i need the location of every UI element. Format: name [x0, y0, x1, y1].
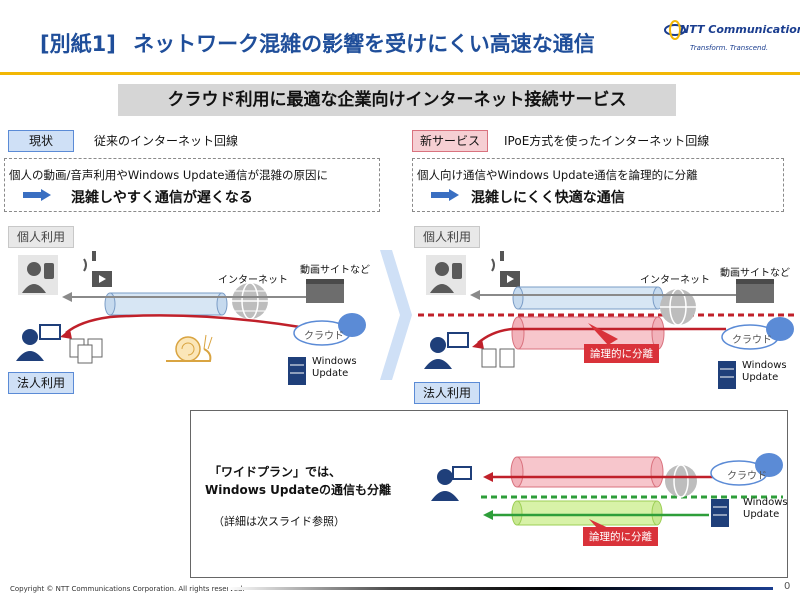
right-windows-label-1: Windows — [742, 360, 787, 371]
footer-bar — [228, 587, 773, 590]
personal-user-icon — [18, 255, 58, 295]
left-windows-label-1: Windows — [312, 356, 357, 367]
left-result: 混雑しやすく通信が遅くなる — [71, 190, 253, 206]
wide-plan-note: （詳細は次スライド参照） — [213, 515, 345, 528]
video-audio-icon — [83, 251, 112, 287]
bottom-cloud-label: クラウド — [727, 471, 767, 482]
corporate-traffic-line — [65, 314, 301, 334]
subtitle-banner: クラウド利用に最適な企業向けインターネット接続サービス — [118, 84, 676, 116]
windows-server-icon — [288, 357, 306, 385]
document-icon — [481, 348, 515, 368]
globe-icon — [232, 282, 268, 320]
wide-plan-line2: Windows Updateの通信も分離 — [205, 483, 392, 497]
windows-update-tube — [511, 500, 663, 526]
video-audio-icon — [491, 251, 520, 287]
arrow-right-icon — [431, 189, 459, 201]
windows-server-icon — [718, 361, 736, 389]
ntt-logo-icon — [664, 20, 686, 40]
right-description: 個人向け通信やWindows Update通信を論理的に分離 — [417, 168, 698, 182]
corporate-user-icon — [424, 332, 469, 369]
bottom-windows-label-2: Update — [743, 509, 780, 520]
internet-tube — [104, 292, 228, 316]
left-windows-label-2: Update — [312, 368, 349, 379]
personal-tube — [512, 286, 664, 310]
wide-plan-box: 「ワイドプラン」では、 Windows Updateの通信も分離 （詳細は次スラ… — [190, 410, 788, 578]
wide-plan-diagram — [431, 453, 783, 537]
video-site-icon — [736, 279, 774, 303]
right-cloud-label: クラウド — [732, 335, 772, 346]
new-service-badge: 新サービス — [412, 130, 488, 152]
windows-server-icon — [711, 499, 729, 527]
right-description-box: 個人向け通信やWindows Update通信を論理的に分離 混雑しにくく快適な… — [412, 158, 784, 212]
corporate-user-icon — [16, 324, 61, 361]
corporate-use-label: 法人利用 — [8, 372, 74, 394]
callout-pointer — [588, 323, 618, 345]
left-description: 個人の動画/音声利用やWindows Update通信が混雑の原因に — [9, 168, 329, 182]
document-icon — [69, 338, 103, 364]
current-badge: 現状 — [8, 130, 74, 152]
title-tag: [別紙1] — [40, 32, 116, 56]
video-site-icon — [306, 279, 344, 303]
copyright: Copyright © NTT Communications Corporati… — [10, 585, 245, 593]
chevron-right-icon — [380, 250, 412, 380]
left-video-label: 動画サイトなど — [300, 265, 370, 276]
arrow-right-icon — [23, 189, 51, 201]
right-corporate-use-label: 法人利用 — [414, 382, 480, 404]
right-heading: IPoE方式を使ったインターネット回線 — [504, 134, 710, 148]
logo-name: NTT Communications — [680, 23, 800, 36]
corporate-user-icon — [431, 466, 472, 501]
right-video-label: 動画サイトなど — [720, 268, 790, 279]
page-number: 0 — [784, 581, 791, 592]
page-title: [別紙1] ネットワーク混雑の影響を受けにくい高速な通信 — [40, 28, 595, 58]
ntt-logo: NTT Communications Transform. Transcend. — [664, 20, 800, 60]
left-description-box: 個人の動画/音声利用やWindows Update通信が混雑の原因に 混雑しやす… — [4, 158, 380, 212]
cloud-icon — [293, 313, 366, 346]
left-internet-label: インターネット — [218, 275, 288, 286]
cloud-icon — [721, 317, 794, 350]
corporate-tube — [510, 456, 664, 488]
personal-user-icon — [426, 255, 466, 295]
right-result: 混雑しにくく快適な通信 — [471, 190, 625, 206]
bottom-windows-label-1: Windows — [743, 497, 788, 508]
right-internet-label: インターネット — [640, 275, 710, 286]
right-windows-label-2: Update — [742, 372, 779, 383]
bottom-separation-label: 論理的に分離 — [583, 527, 658, 546]
cloud-icon — [710, 453, 783, 486]
globe-icon — [665, 464, 697, 498]
logo-tagline: Transform. Transcend. — [690, 44, 769, 52]
header-divider — [0, 72, 800, 75]
left-heading: 従来のインターネット回線 — [94, 134, 239, 148]
title-text: ネットワーク混雑の影響を受けにくい高速な通信 — [133, 32, 595, 56]
right-personal-use-label: 個人利用 — [414, 226, 480, 248]
personal-use-label: 個人利用 — [8, 226, 74, 248]
left-cloud-label: クラウド — [304, 331, 344, 342]
wide-plan-line1: 「ワイドプラン」では、 — [209, 465, 342, 479]
globe-icon — [660, 288, 696, 326]
right-separation-label: 論理的に分離 — [584, 344, 659, 363]
snail-icon — [166, 334, 213, 362]
left-network-diagram — [16, 251, 366, 385]
